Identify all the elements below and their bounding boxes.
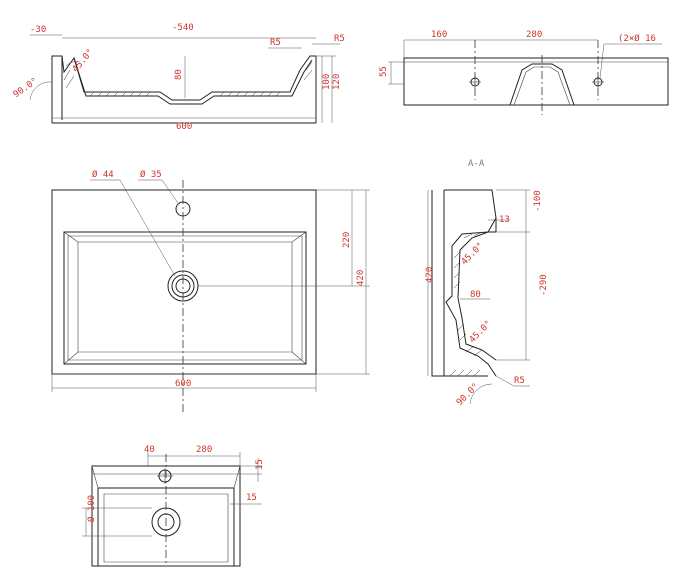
- dim-drain-diameter: Ø 44: [92, 169, 114, 180]
- dim-tap-offset: 40: [144, 445, 155, 455]
- side-section-view: -30 -540 R5 R5 90.0° 45.0° 80 100 120 60…: [12, 23, 345, 132]
- dim-total-length: 600: [176, 122, 192, 132]
- dim-depth-b: 120: [332, 74, 342, 90]
- cabinet-view: 40 280 15 15 Ø 100: [82, 445, 265, 567]
- dim-plan-depth: 420: [356, 270, 366, 286]
- dim-radius-outer: R5: [334, 34, 345, 44]
- dim-angle-lower: 45.0°: [468, 319, 494, 345]
- dim-depth-a: 100: [322, 74, 332, 90]
- dim-tap-to-drain: 220: [342, 232, 352, 248]
- plan-view: Ø 44 Ø 35 220 420 600: [51, 169, 370, 412]
- dim-plan-width: 600: [175, 379, 191, 389]
- dim-left-offset: 160: [431, 30, 447, 40]
- dim-inner-length: -540: [172, 23, 194, 33]
- dim-hole-spacing: 280: [526, 30, 542, 40]
- dim-radius-inner: R5: [270, 38, 281, 48]
- section-title: A-A: [468, 159, 485, 169]
- dim-total-depth: 420: [425, 267, 435, 283]
- dim-angle-upper: 45.0°: [460, 241, 486, 267]
- dim-cabinet-drain-diameter: Ø 100: [86, 495, 97, 522]
- dim-holes: (2×Ø 16: [618, 33, 656, 44]
- dim-height: 55: [379, 66, 389, 77]
- dim-inner-depth: 80: [174, 69, 184, 80]
- front-elevation-view: 160 280 (2×Ø 16 55: [379, 30, 669, 115]
- dim-tap-hole-diameter: Ø 35: [140, 169, 162, 180]
- dim-radius: R5: [514, 376, 525, 386]
- dim-depth-mark: 80: [470, 290, 481, 300]
- dim-rim: 13: [499, 215, 510, 225]
- dim-cabinet-hole-spacing: 280: [196, 445, 212, 455]
- dim-rim-top: 15: [255, 459, 265, 470]
- dim-angle: 90.0°: [12, 76, 40, 100]
- dim-offset-left: -30: [30, 25, 46, 35]
- section-a-a-view: A-A -100 13 45.0° -290 80 4: [425, 159, 549, 408]
- dim-rim-side: 15: [246, 493, 257, 503]
- dim-internal-length: -290: [539, 274, 549, 296]
- dim-angle-base: 90.0°: [455, 382, 481, 408]
- dim-top-depth: -100: [533, 190, 543, 212]
